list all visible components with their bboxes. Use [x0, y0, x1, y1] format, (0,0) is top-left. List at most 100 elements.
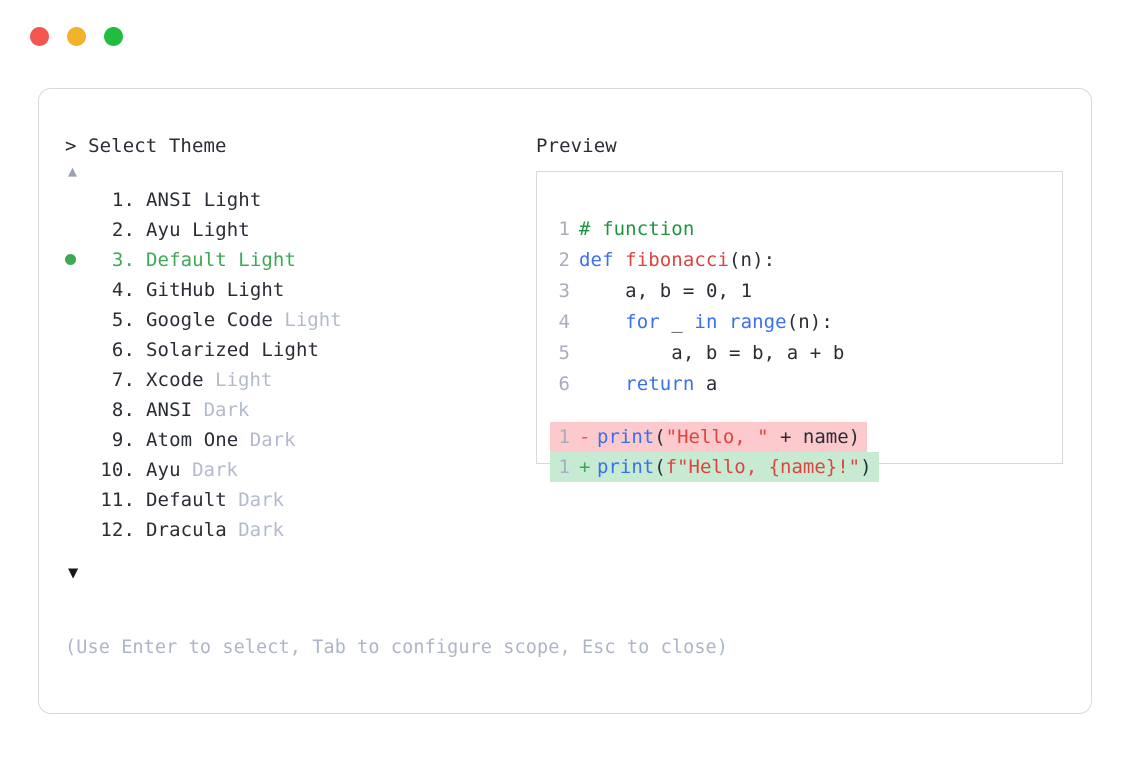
code-token-plain: ( [654, 456, 666, 478]
prompt-spacer [77, 135, 89, 157]
keyboard-hint: (Use Enter to select, Tab to configure s… [65, 637, 729, 658]
code-content: def fibonacci(n): [570, 245, 775, 276]
code-token-number: 0 [705, 280, 718, 302]
theme-name: Default Light [146, 249, 297, 271]
theme-index: 7. [111, 369, 135, 391]
prompt-header: > Select Theme [65, 133, 525, 159]
theme-name: Default [146, 489, 227, 511]
theme-list-item[interactable]: 5. Google Code Light [65, 305, 525, 335]
code-gap [550, 400, 1056, 422]
theme-list-item[interactable]: 8.ANSI Dark [65, 395, 525, 425]
diff-line-minus: 1-print("Hello, " + name) [550, 422, 868, 452]
code-token-keyword: for [625, 311, 660, 333]
theme-variant-tag: Dark [226, 519, 284, 541]
theme-selector-card: > Select Theme ▲ 1.ANSI Light 2. Ayu Light… [38, 88, 1092, 714]
code-token-plain: _ [659, 311, 695, 333]
theme-list-item[interactable]: 3. Default Light [65, 245, 525, 275]
code-line: 1# function [550, 214, 1056, 245]
line-number: 5 [558, 342, 570, 364]
code-token-plain: a [694, 373, 718, 395]
code-line: 5 a, b = b, a + b [550, 338, 1056, 369]
theme-list-item[interactable]: 4. GitHub Light [65, 275, 525, 305]
code-token-keyword: in [694, 311, 718, 333]
theme-variant-tag: Dark [238, 429, 296, 451]
theme-index: 3. [111, 249, 135, 271]
theme-variant-tag: Light [203, 369, 273, 391]
theme-index: 9. [111, 429, 135, 451]
prompt-caret-icon: > [65, 135, 77, 157]
code-token-comment: # function [579, 218, 695, 240]
code-token-plain: ) [860, 456, 872, 478]
theme-index: 8. [111, 399, 135, 421]
diff-sign: + [579, 456, 591, 478]
theme-index: 4. [111, 279, 135, 301]
code-line: 3 a, b = 0, 1 [550, 276, 1056, 307]
code-token-plain [717, 311, 729, 333]
window-titlebar [0, 0, 1129, 72]
theme-index: 11. [100, 489, 135, 511]
theme-index: 6. [111, 339, 135, 361]
theme-list-item[interactable]: 12.Dracula Dark [65, 515, 525, 545]
selected-dot-icon [65, 254, 76, 265]
code-token-plain: a, b = b, a + b [579, 342, 845, 364]
preview-title: Preview [536, 135, 617, 157]
diff-content: print(f"Hello, {name}!") [588, 452, 879, 482]
code-token-plain [579, 311, 625, 333]
theme-index: 2. [111, 219, 135, 241]
theme-list: 1.ANSI Light 2. Ayu Light 3. Default Light 4.… [65, 185, 525, 545]
minimize-dot[interactable] [67, 26, 86, 46]
theme-name: GitHub Light [146, 279, 285, 301]
theme-name: Dracula [146, 519, 227, 541]
code-token-plain: , [717, 280, 741, 302]
line-number: 2 [558, 249, 570, 271]
theme-name: ANSI [146, 399, 193, 421]
theme-list-item[interactable]: 1.ANSI Light [65, 185, 525, 215]
selected-bullet-icon [65, 245, 91, 275]
diff-line-plus: 1+print(f"Hello, {name}!") [550, 452, 879, 482]
theme-variant-tag: Dark [180, 459, 238, 481]
code-token-plain: ( [654, 426, 666, 448]
code-token-keyword: return [625, 373, 695, 395]
prompt-label: Select Theme [88, 135, 227, 157]
theme-name: Ayu [146, 459, 181, 481]
code-token-builtin: print [597, 456, 655, 478]
code-content: return a [570, 369, 717, 400]
code-token-number: 1 [740, 280, 753, 302]
code-token-keyword: def [579, 249, 626, 271]
scroll-down-icon[interactable]: ▼ [68, 563, 79, 583]
theme-name: Atom One [146, 429, 239, 451]
code-token-plain [579, 373, 625, 395]
theme-list-item[interactable]: 11. Default Dark [65, 485, 525, 515]
code-token-plain: (n): [786, 311, 833, 333]
code-line: 6 return a [550, 369, 1056, 400]
theme-list-item[interactable]: 10. Ayu Dark [65, 455, 525, 485]
code-token-builtin: print [597, 426, 655, 448]
code-content: for _ in range(n): [570, 307, 833, 338]
theme-index: 5. [111, 309, 135, 331]
theme-variant-tag: Light [272, 309, 342, 331]
theme-list-item[interactable]: 6.Solarized Light [65, 335, 525, 365]
maximize-dot[interactable] [104, 26, 123, 46]
code-token-string: f"Hello, {name}!" [665, 456, 861, 478]
theme-list-item[interactable]: 9. Atom One Dark [65, 425, 525, 455]
code-content: a, b = b, a + b [570, 338, 844, 369]
theme-list-item[interactable]: 7. Xcode Light [65, 365, 525, 395]
scroll-up-icon[interactable]: ▲ [68, 162, 78, 180]
diff-line-number: 1 [558, 456, 570, 478]
theme-name: Google Code [146, 309, 273, 331]
theme-index: 10. [100, 459, 135, 481]
theme-list-column: > Select Theme ▲ 1.ANSI Light 2. Ayu Light… [65, 133, 525, 585]
line-number: 3 [558, 280, 570, 302]
theme-name: Ayu Light [146, 219, 250, 241]
diff-line-number: 1 [558, 426, 570, 448]
diff-block: 1-print("Hello, " + name)1+print(f"Hello… [550, 422, 1056, 482]
line-number: 6 [558, 373, 570, 395]
close-dot[interactable] [30, 26, 49, 46]
theme-name: Xcode [146, 369, 204, 391]
theme-variant-tag: Dark [226, 489, 284, 511]
theme-list-item[interactable]: 2. Ayu Light [65, 215, 525, 245]
window-controls [30, 26, 123, 46]
code-content: a, b = 0, 1 [570, 276, 752, 307]
